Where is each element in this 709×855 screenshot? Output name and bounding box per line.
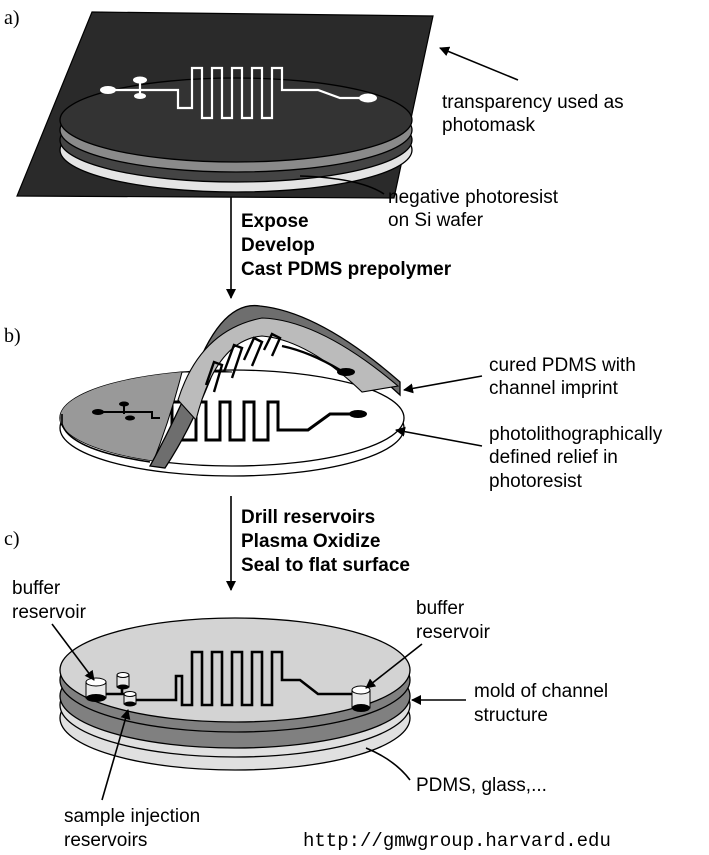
cured-pdms-pointer: [403, 375, 483, 394]
sample-reservoir-2: [123, 691, 137, 707]
panel-c: c): [4, 528, 613, 852]
substrate-label: PDMS, glass,...: [416, 775, 547, 796]
mold-label: mold of channel structure: [474, 681, 613, 726]
relief-reservoir: [349, 410, 367, 418]
panel-b-label: b): [4, 325, 21, 347]
photoresist-label: negative photoresist on Si wafer: [388, 187, 563, 231]
relief-label: photolithographically defined relief in …: [489, 424, 668, 492]
cured-pdms-label: cured PDMS with channel imprint: [489, 355, 641, 399]
substrate-pointer: [365, 747, 411, 781]
relief-pointer: [395, 426, 483, 447]
relief-channel-pattern: [170, 400, 356, 442]
pdms-reservoir-1: [92, 409, 104, 415]
sealed-device: [59, 617, 411, 771]
buffer-right-pointer: [365, 643, 423, 689]
sample-pointer: [101, 709, 131, 801]
wafer-stack: [59, 77, 413, 193]
panel-c-label: c): [4, 528, 20, 550]
panel-b: b): [4, 304, 668, 492]
buffer-right-label: buffer reservoir: [416, 598, 491, 643]
sample-label: sample injection reservoirs: [64, 806, 206, 851]
pdms-flat-edge: [61, 414, 151, 463]
steps-ab: Expose Develop Cast PDMS prepolymer: [241, 211, 452, 280]
transparency-pointer: [439, 46, 519, 81]
pdms-reservoir-2: [119, 401, 129, 407]
steps-bc: Drill reservoirs Plasma Oxidize Seal to …: [241, 507, 410, 576]
panel-a: a) transparency used as photomask: [4, 7, 629, 231]
photoresist-pointer: [299, 175, 385, 195]
buffer-left-label: buffer reservoir: [12, 578, 87, 623]
pdms-reservoir-3: [125, 415, 135, 421]
peeled-pdms-flap: [148, 304, 401, 469]
flap-reservoir: [337, 368, 355, 376]
buffer-reservoir-right: [351, 685, 371, 712]
flap-channel-imprint: [204, 332, 341, 393]
mask-reservoir-dots: [100, 76, 377, 103]
buffer-left-pointer: [51, 623, 95, 681]
buffer-reservoir-left: [85, 677, 107, 702]
source-url: http://gmwgroup.harvard.edu: [303, 830, 611, 852]
transparency-label: transparency used as photomask: [442, 92, 629, 136]
sample-reservoir-1: [116, 672, 130, 690]
panel-a-label: a): [4, 7, 20, 29]
